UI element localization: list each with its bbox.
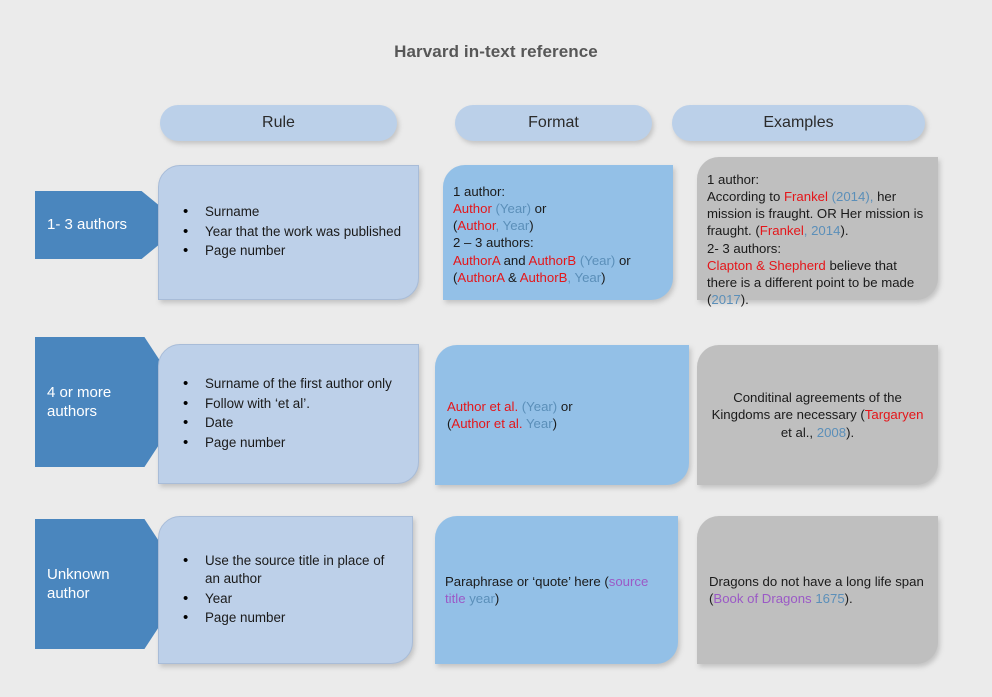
column-header-format: Format xyxy=(455,105,652,141)
examples-label-1-author: 1 author: xyxy=(707,172,760,187)
format-year-token: Year xyxy=(502,218,530,234)
list-item: Page number xyxy=(183,241,408,261)
rule-bullet-list-row-3: Use the source title in place of an auth… xyxy=(159,551,412,629)
text: Paraphrase or ‘quote’ here ( xyxy=(445,573,609,589)
example-author-token: Frankel xyxy=(783,189,828,205)
examples-paragraph-1: According to Frankel (2014), her mission… xyxy=(707,188,926,239)
text: believe that there is a different point … xyxy=(707,257,915,308)
rule-bullet-list-row-1: Surname Year that the work was published… xyxy=(159,202,418,262)
rule-card-row-3: Use the source title in place of an auth… xyxy=(158,516,413,664)
examples-card-row-1: 1 author: According to Frankel (2014), h… xyxy=(697,157,938,307)
column-header-rule: Rule xyxy=(160,105,397,141)
format-conjunction: and xyxy=(499,252,529,268)
list-item: Page number xyxy=(183,433,408,453)
format-tail: or xyxy=(615,252,631,268)
format-card-row-2: Author et al. (Year) or (Author et al. Y… xyxy=(435,345,689,485)
format-author-token: Author xyxy=(457,218,496,234)
column-header-rule-label: Rule xyxy=(262,114,295,131)
text: ) xyxy=(494,591,500,606)
text: et al., xyxy=(780,424,817,440)
format-author-token: Author xyxy=(453,201,492,217)
format-year-token: (Year) xyxy=(576,252,616,268)
format-card-row-3: Paraphrase or ‘quote’ here (source title… xyxy=(435,516,678,664)
format-tail: or xyxy=(557,398,573,414)
page-title: Harvard in-text reference xyxy=(394,42,598,61)
examples-card-row-2: Conditinal agreements of the Kingdoms ar… xyxy=(697,345,938,485)
text: ). xyxy=(840,223,849,239)
list-item: Date xyxy=(183,413,408,433)
list-item: Use the source title in place of an auth… xyxy=(183,551,402,589)
list-item: Year that the work was published xyxy=(183,222,408,242)
format-source-title-token: source title xyxy=(445,573,649,606)
example-author-token: Targaryen xyxy=(864,407,924,423)
rule-bullet-list-row-2: Surname of the first author only Follow … xyxy=(159,374,418,453)
example-source-title-token: Book of Dragons xyxy=(713,591,812,606)
examples-paragraph-1: Conditinal agreements of the Kingdoms ar… xyxy=(711,389,924,440)
list-item: Surname xyxy=(183,202,408,222)
row-tag-4-or-more-authors-label: 4 or more authors xyxy=(47,383,112,420)
example-year-token: (2014), xyxy=(827,189,874,205)
format-year-token: year xyxy=(469,591,495,606)
example-year-token: 2017 xyxy=(711,292,741,308)
list-item: Page number xyxy=(183,608,402,628)
format-comma: , xyxy=(495,218,503,234)
format-authorA-token: AuthorA xyxy=(453,252,500,268)
list-item: Surname of the first author only xyxy=(183,374,408,394)
format-label-2-3-authors: 2 – 3 authors: xyxy=(453,235,534,251)
format-author-token: Author et al. xyxy=(451,416,523,431)
example-year-token: 1675 xyxy=(815,591,845,606)
text: Dragons do not have a long life span ( xyxy=(709,573,924,606)
row-tag-1-3-authors-label: 1- 3 authors xyxy=(47,216,128,234)
format-label-1-author: 1 author: xyxy=(453,184,506,199)
column-header-examples: Examples xyxy=(672,105,925,141)
list-item: Follow with ‘et al’. xyxy=(183,394,408,414)
format-year-token: (Year) xyxy=(518,398,558,414)
text: ). xyxy=(844,591,853,606)
column-header-format-label: Format xyxy=(528,114,579,131)
column-header-examples-label: Examples xyxy=(763,114,834,131)
examples-card-row-3: Dragons do not have a long life span (Bo… xyxy=(697,516,938,664)
text: ). xyxy=(740,292,749,308)
format-paren-open: ( xyxy=(447,416,452,431)
format-authorB-token: AuthorB xyxy=(528,252,577,268)
format-paren-open: ( xyxy=(453,218,458,234)
format-paragraph: Paraphrase or ‘quote’ here (source title… xyxy=(445,573,670,607)
format-authorB-token: AuthorB xyxy=(519,269,568,285)
format-ampersand: & xyxy=(504,269,520,285)
format-tail: or xyxy=(530,201,547,217)
text: her mission is fraught. OR Her mission i… xyxy=(707,189,924,239)
text: According to xyxy=(707,189,784,205)
format-comma: , xyxy=(567,269,575,285)
format-card-row-1: 1 author: Author (Year) or (Author, Year… xyxy=(443,165,673,300)
rule-card-row-2: Surname of the first author only Follow … xyxy=(158,344,419,484)
example-authors-token: Clapton & Shepherd xyxy=(707,257,826,273)
row-tag-unknown-author-label: Unknown author xyxy=(47,565,110,602)
format-author-token: Author et al. xyxy=(447,398,519,414)
examples-label-2-3-authors: 2- 3 authors: xyxy=(707,240,782,256)
format-paren-close: ) xyxy=(529,218,534,234)
example-comma: , xyxy=(803,223,812,239)
format-paren-close: ) xyxy=(601,269,606,285)
text: ). xyxy=(846,424,855,440)
format-authorA-token: AuthorA xyxy=(457,269,505,285)
format-year-token: Year xyxy=(522,416,553,431)
examples-paragraph-2: Clapton & Shepherd believe that there is… xyxy=(707,257,926,308)
format-paren-open: ( xyxy=(453,269,458,285)
format-year-token: Year xyxy=(574,269,602,285)
format-year-token: (Year) xyxy=(495,201,531,217)
rule-card-row-1: Surname Year that the work was published… xyxy=(158,165,419,300)
example-author-token: Frankel xyxy=(759,223,804,239)
examples-paragraph-1: Dragons do not have a long life span (Bo… xyxy=(709,573,926,607)
example-year-token: 2014 xyxy=(811,223,841,239)
text: Conditinal agreements of the Kingdoms ar… xyxy=(711,390,902,423)
format-paren-close: ) xyxy=(552,416,557,431)
example-year-token: 2008 xyxy=(816,424,847,440)
list-item: Year xyxy=(183,589,402,609)
